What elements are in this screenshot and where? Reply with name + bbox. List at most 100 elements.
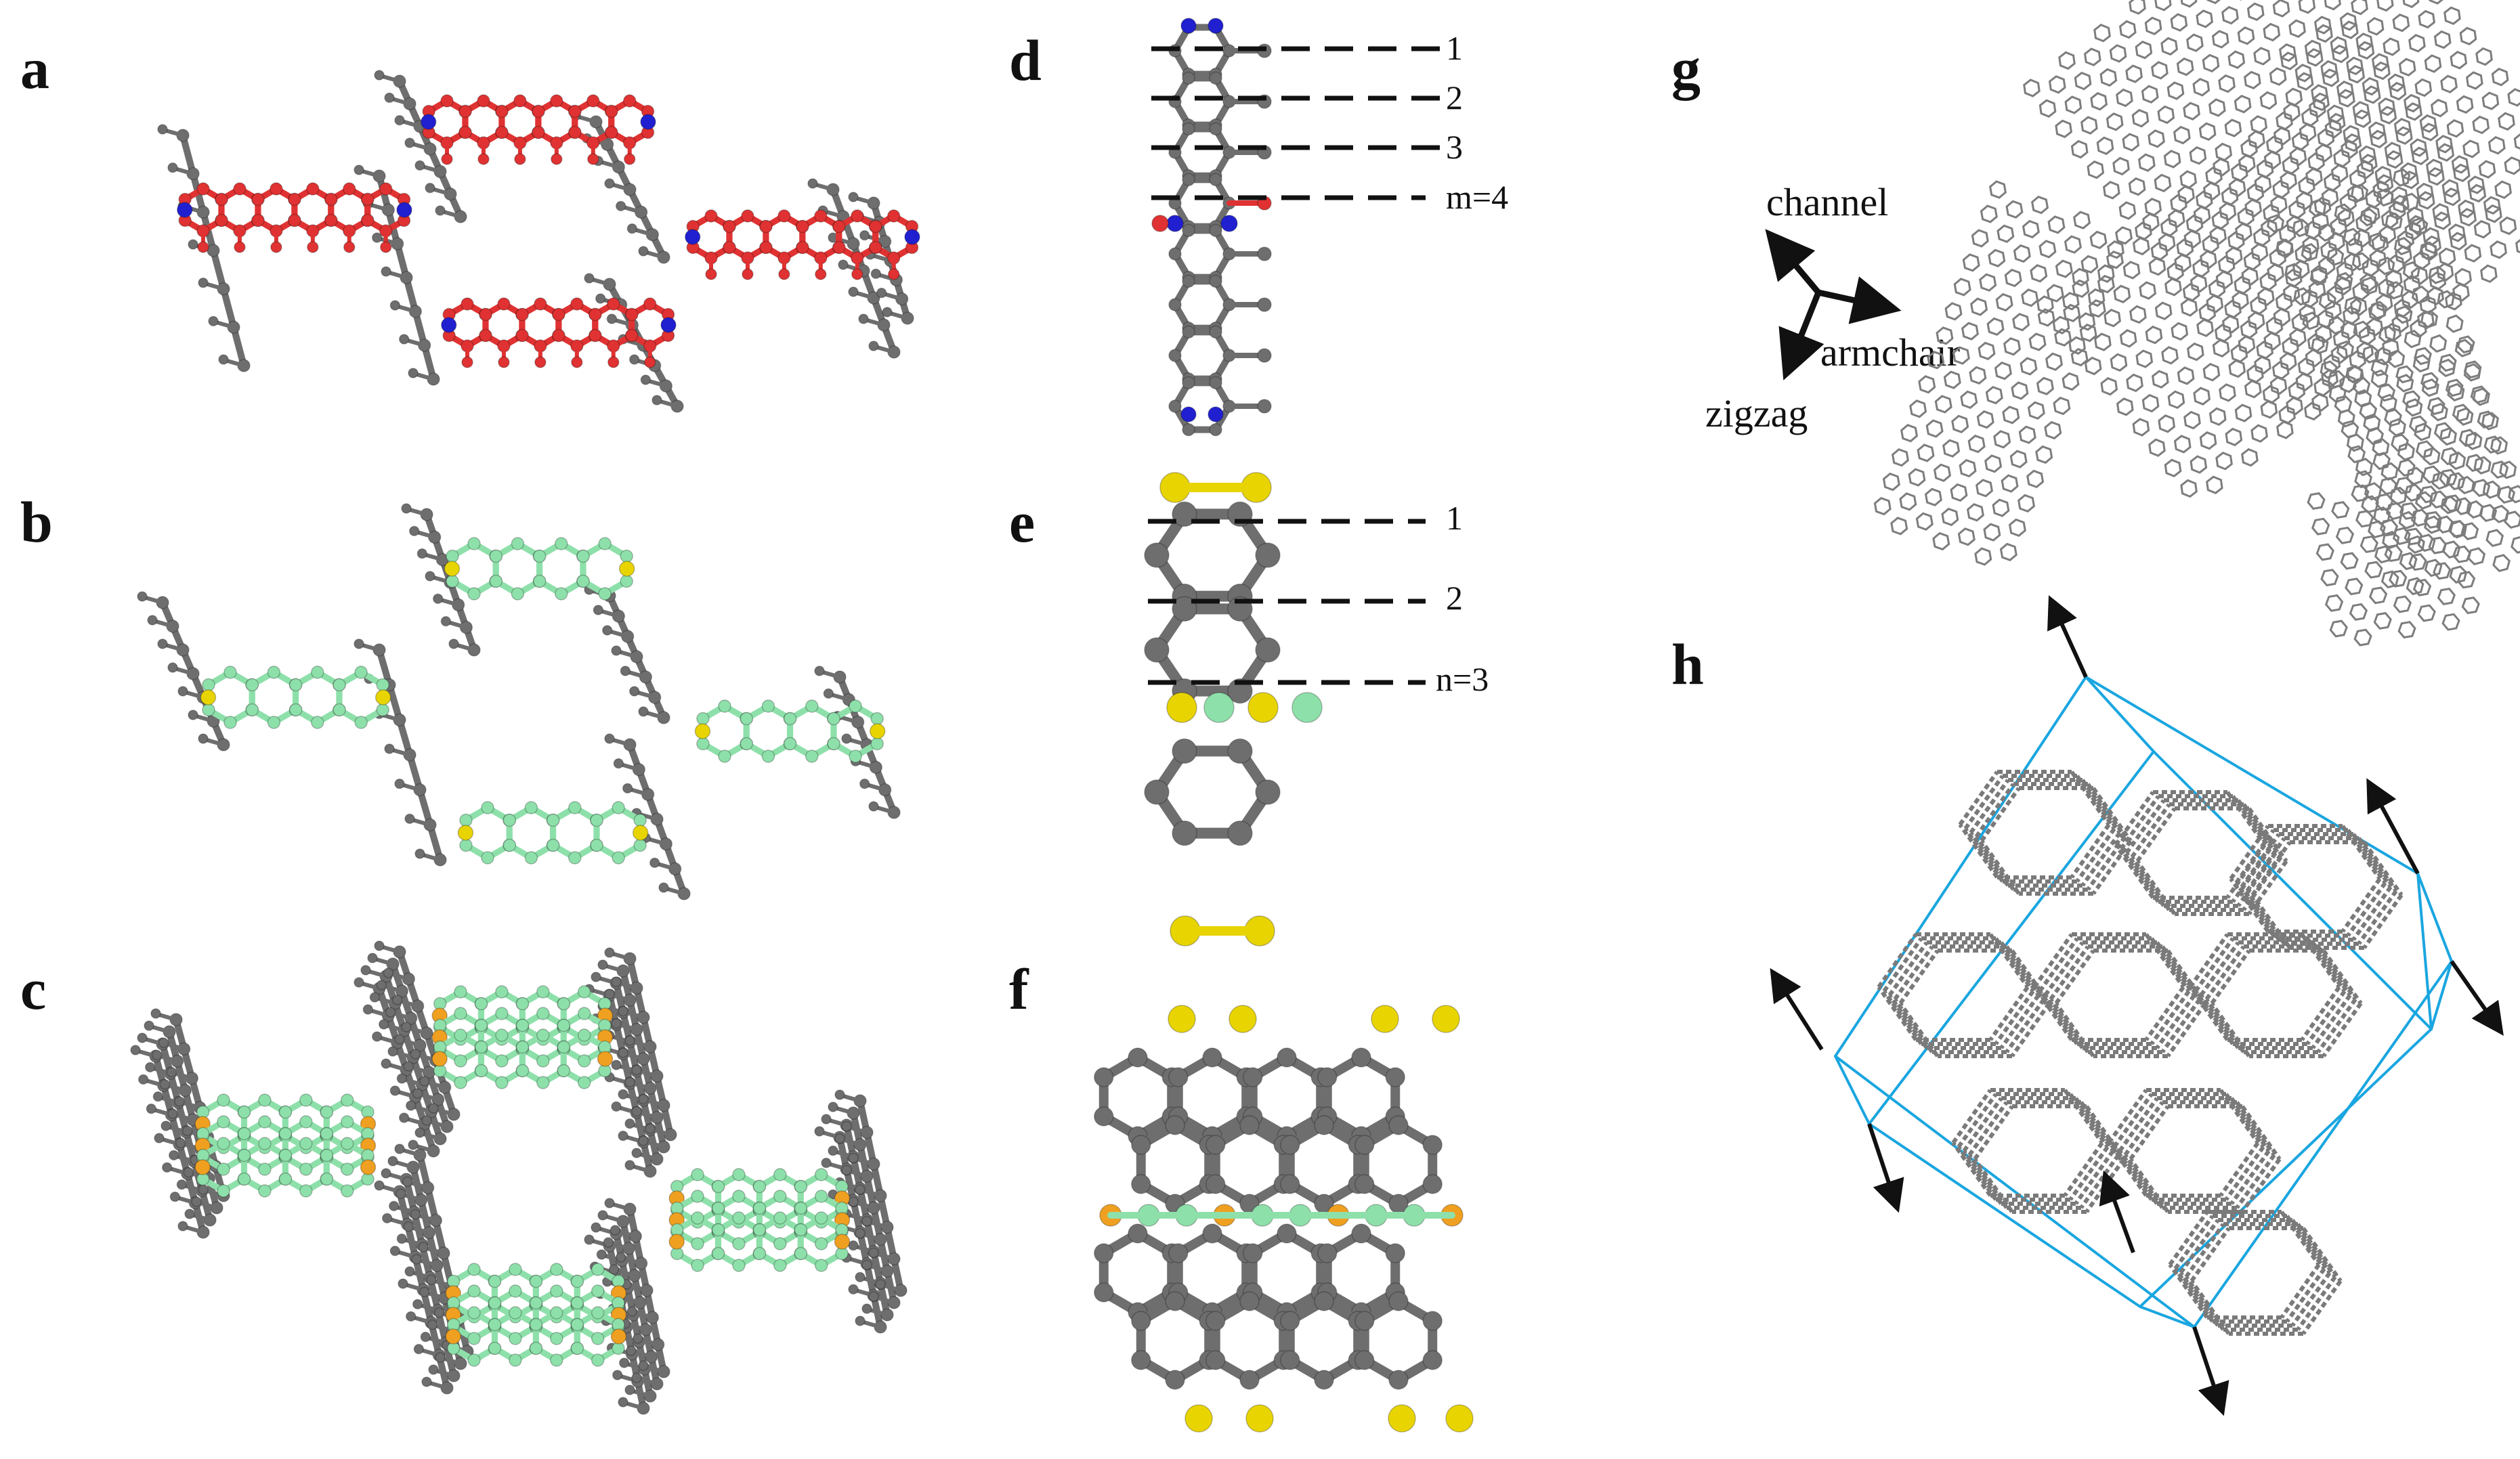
bond [575, 114, 598, 124]
hex-cell [1961, 322, 1979, 341]
atom [777, 209, 791, 223]
hex-cell [2345, 364, 2364, 384]
bond [386, 1217, 410, 1227]
wall-line [2229, 1150, 2271, 1205]
wall-line [1962, 1097, 2003, 1152]
bond [372, 957, 395, 966]
wall-line [2231, 795, 2272, 850]
substituent-atom [514, 153, 526, 165]
atom [1388, 1291, 1409, 1311]
atom [1165, 1291, 1185, 1311]
hex-cell [2433, 422, 2452, 441]
hex-cell [2116, 88, 2133, 108]
hex-cell [2089, 230, 2108, 250]
hex-cell [1942, 439, 1961, 458]
hex-cell [1976, 410, 1994, 429]
atom [198, 733, 209, 744]
hex-cell [2361, 495, 2379, 514]
atom [711, 1201, 725, 1215]
panel-label-f: f [1009, 957, 1029, 1022]
atom [552, 328, 565, 343]
atom [215, 192, 228, 206]
hex-cell [2353, 109, 2372, 128]
atom [223, 716, 237, 729]
end-atom [420, 114, 437, 130]
hex-cell [2141, 393, 2160, 413]
atom [598, 587, 612, 601]
ring [787, 702, 837, 760]
atom [161, 1162, 173, 1173]
panel-b-structure [137, 503, 901, 900]
atom [1317, 1067, 1338, 1087]
atom [489, 574, 503, 588]
atom [848, 192, 859, 202]
atom [568, 104, 582, 118]
hex-cell [2483, 435, 2502, 454]
substituent-atom [778, 268, 790, 280]
hex-cell [2164, 458, 2182, 478]
wall-line [2311, 994, 2352, 1049]
wall-line [2075, 775, 2116, 830]
wall-line [2135, 860, 2177, 915]
atom [607, 297, 620, 311]
atom [1182, 274, 1195, 288]
bond [2430, 960, 2453, 1030]
atom [217, 1093, 230, 1107]
hex-cell [2433, 30, 2452, 49]
atom [861, 1303, 872, 1314]
atom [827, 712, 840, 726]
hex-cell [2430, 402, 2448, 422]
atom [828, 1145, 838, 1156]
atom [855, 1315, 866, 1326]
wall-line [2199, 941, 2240, 997]
hex-cell [2297, 357, 2315, 376]
atom [1131, 1174, 1151, 1194]
atom [432, 593, 444, 605]
hex-cell [2406, 466, 2425, 485]
pore-wall [1951, 1088, 2126, 1214]
atom [620, 574, 633, 588]
hex-cell [2307, 333, 2325, 353]
hex-cell [2166, 262, 2184, 282]
hex-cell [2113, 284, 2131, 303]
hex-cell [2177, 366, 2195, 385]
hex-cell [2259, 272, 2277, 291]
hex-cell [2072, 267, 2089, 287]
wall-line [2184, 1223, 2225, 1278]
hex-cell [2353, 628, 2372, 647]
hex-cell [2211, 30, 2229, 49]
ring [1171, 328, 1233, 383]
ring [1136, 1119, 1214, 1210]
wall-line [2229, 825, 2270, 880]
atom [631, 1064, 642, 1076]
atom [870, 268, 882, 280]
hex-cell [2263, 150, 2282, 170]
hex-cell [2036, 376, 2054, 395]
hex-cell [2441, 613, 2460, 631]
atom [1239, 1370, 1260, 1390]
hex-cell [2422, 465, 2441, 484]
cut-label-d-2: 2 [1446, 79, 1463, 116]
atom [741, 209, 754, 223]
atom [570, 1296, 584, 1310]
wall-line [2240, 886, 2281, 941]
bond [192, 714, 215, 723]
atom [1182, 173, 1195, 187]
atom [509, 1284, 522, 1298]
end-atom [444, 561, 461, 577]
hex-cell [2395, 365, 2414, 384]
bond [629, 1164, 652, 1173]
hex-cell [2320, 241, 2338, 260]
atom [1205, 1350, 1226, 1370]
cell-axis-arrow [2099, 1170, 2135, 1254]
atom [618, 1357, 630, 1368]
wall-line [2194, 990, 2235, 1045]
bond [832, 1106, 855, 1115]
atom [625, 1345, 637, 1356]
atom [624, 1385, 635, 1395]
atom [696, 737, 710, 751]
hex-cell [2211, 211, 2229, 230]
hex-cell [2250, 115, 2268, 134]
hex-cell [1966, 503, 1984, 522]
